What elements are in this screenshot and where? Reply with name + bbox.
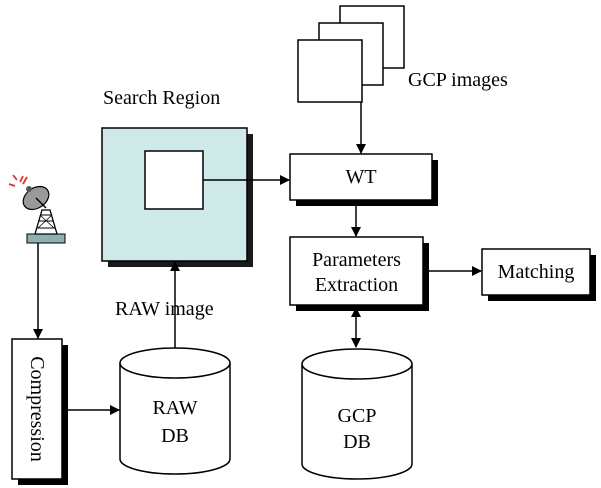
parameters-extraction-box	[289, 236, 429, 311]
matching-box	[481, 248, 596, 301]
compression-label: Compression	[26, 356, 48, 462]
gcp-images-label: GCP images	[408, 69, 508, 91]
connectors	[33, 102, 482, 415]
extraction-label: Extraction	[314, 274, 399, 296]
parameters-label: Parameters	[312, 249, 401, 271]
raw-db-label-top: RAW	[152, 397, 198, 419]
raw-db-label-bottom: DB	[161, 425, 189, 447]
search-region-label: Search Region	[103, 87, 221, 109]
gcp-db-label-top: GCP	[337, 405, 377, 427]
raw-image-label: RAW image	[115, 298, 214, 320]
wt-box	[289, 153, 438, 206]
gcp-db-label-bottom: DB	[343, 431, 371, 453]
satellite-antenna-icon	[8, 174, 66, 244]
compression-box	[11, 338, 68, 485]
wt-label: WT	[345, 166, 377, 188]
gcp-images-stack	[297, 5, 405, 103]
gcp-db-cylinder	[301, 348, 413, 480]
search-region-block	[101, 127, 253, 267]
matching-label: Matching	[497, 261, 575, 283]
